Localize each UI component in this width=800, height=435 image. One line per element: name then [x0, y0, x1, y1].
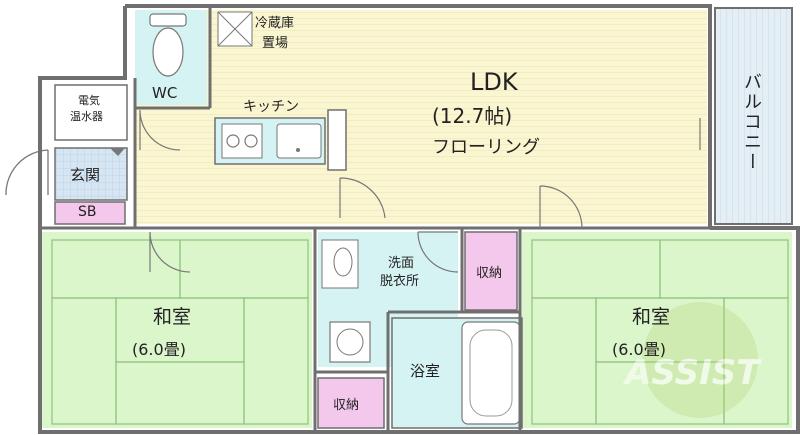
- water-heater-closet: [54, 84, 128, 141]
- washitsu-left-size: (6.0畳): [132, 340, 186, 359]
- shoebox-area: [54, 201, 126, 225]
- kitchen-label: キッチン: [243, 99, 299, 115]
- ldk-floor-type: フローリング: [432, 137, 540, 158]
- bottom-closet-label: 収納: [333, 398, 360, 413]
- center-closet-label: 収納: [476, 266, 503, 281]
- center-closet: [464, 231, 518, 311]
- sink: [276, 123, 322, 159]
- fridge-label-line2: 置場: [262, 36, 289, 51]
- bath-label: 浴室: [410, 362, 441, 380]
- toilet-bowl: [152, 27, 184, 77]
- water-heater-label-line2: 温水器: [70, 110, 103, 123]
- fridge-label-line1: 冷蔵庫: [255, 16, 295, 31]
- shoebox-label: SB: [78, 204, 97, 220]
- toilet-tank: [149, 13, 187, 27]
- kitchen-column: [327, 109, 347, 171]
- ldk-name: LDK: [470, 68, 518, 96]
- vanity: [321, 239, 359, 289]
- entrance-tile: [54, 147, 128, 201]
- washitsu-right-size: (6.0畳): [612, 340, 666, 359]
- bottom-closet: [317, 377, 385, 429]
- washitsu-left-name: 和室: [153, 306, 192, 328]
- balcony-label: バルコニー: [741, 72, 762, 172]
- washer-space: [329, 321, 371, 363]
- entrance-label: 玄関: [70, 166, 101, 184]
- stove: [221, 123, 263, 159]
- washitsu-right-name: 和室: [632, 306, 671, 328]
- bathtub: [461, 321, 521, 425]
- washitsu-right-floor: [522, 232, 792, 428]
- wc-label: WC: [152, 84, 178, 102]
- watermark-text: ASSIST: [622, 353, 762, 393]
- balcony-area: [714, 7, 793, 225]
- assist-watermark: ASSIST: [622, 302, 762, 418]
- washroom-label-line1: 洗面: [388, 256, 415, 271]
- washroom-label-line2: 脱衣所: [380, 274, 420, 289]
- water-heater-label-line1: 電気: [78, 94, 100, 107]
- ldk-size: (12.7帖): [432, 104, 513, 128]
- washitsu-left-floor: [42, 232, 312, 428]
